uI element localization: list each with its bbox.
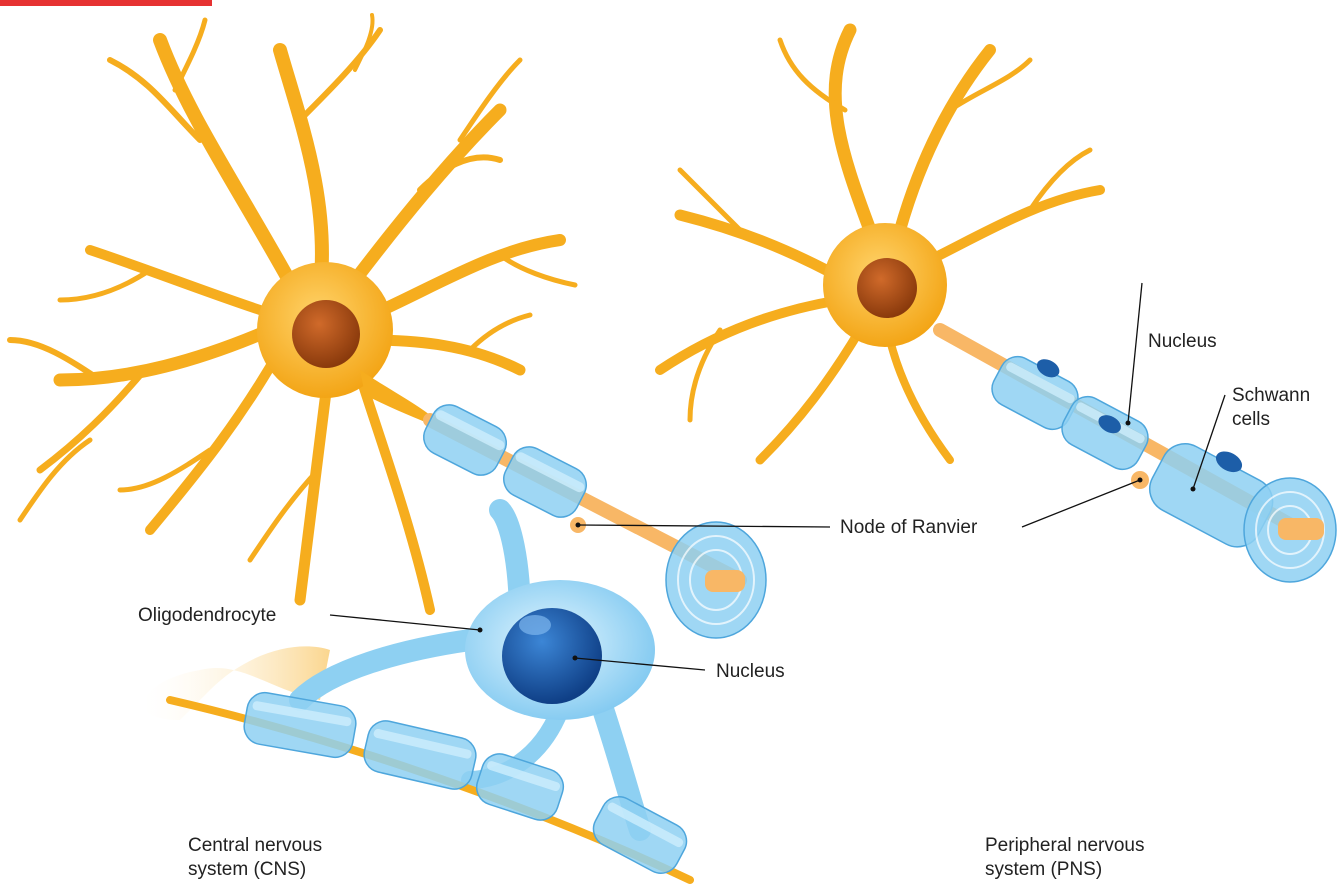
cns-caption-line1: Central nervous (188, 834, 322, 857)
schwann-label-line1: Schwann (1232, 384, 1310, 407)
cns-caption-line2: system (CNS) (188, 858, 306, 881)
cns-myelin-cross-section (666, 522, 766, 638)
leader-oligodendrocyte (330, 615, 480, 630)
pns-caption-line2: system (PNS) (985, 858, 1102, 881)
pns-axon (940, 330, 1336, 582)
leader-pns-nucleus (1128, 283, 1142, 423)
cns-myelin-segment (418, 399, 513, 482)
cns-nucleus-label: Nucleus (716, 660, 785, 683)
pns-myelin-cross-section (1244, 478, 1336, 582)
pns-nucleus-label: Nucleus (1148, 330, 1217, 353)
schwann-label-line2: cells (1232, 408, 1270, 431)
leader-lines (330, 283, 1225, 670)
pns-caption-line1: Peripheral nervous (985, 834, 1144, 857)
cns-soma-nucleus (292, 300, 360, 368)
oligodendrocyte-nucleus (502, 608, 602, 704)
node-of-ranvier-label: Node of Ranvier (840, 516, 977, 539)
leader-node-pns (1022, 480, 1140, 527)
pns-soma-nucleus (857, 258, 917, 318)
oligodendrocyte-label: Oligodendrocyte (138, 604, 276, 627)
cns-neuron (10, 15, 575, 610)
